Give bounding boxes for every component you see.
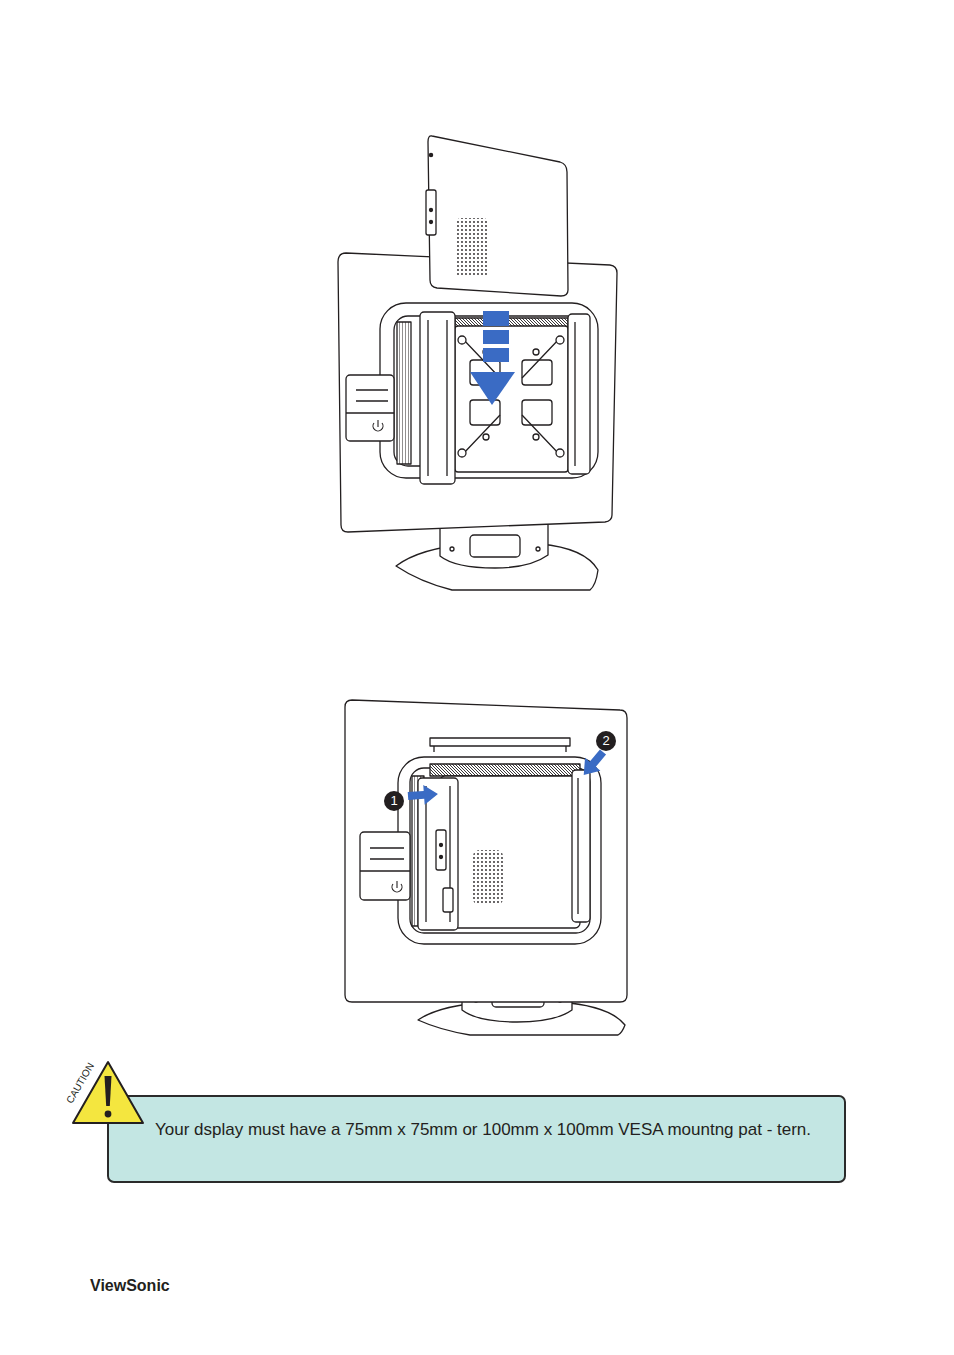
caution-note-box: Your dsplay must have a 75mm x 75mm or 1…: [107, 1095, 846, 1183]
figure-locked: [345, 700, 627, 1035]
exclamation-bar: [105, 1076, 112, 1106]
caution-triangle: CAUTION: [70, 1058, 146, 1126]
figure-slide-in: [338, 136, 617, 590]
callout-number-text: 1: [384, 791, 404, 811]
callout-number: 1: [384, 791, 404, 811]
exclamation-dot: [105, 1111, 112, 1118]
push-arrow: [407, 746, 610, 806]
callout-number-text: 2: [596, 731, 616, 751]
caution-text: Your dsplay must have a 75mm x 75mm or 1…: [155, 1097, 835, 1143]
slide-arrow: [470, 311, 515, 405]
callout-number: 2: [596, 731, 616, 751]
brand-footer: ViewSonic: [90, 1277, 170, 1295]
